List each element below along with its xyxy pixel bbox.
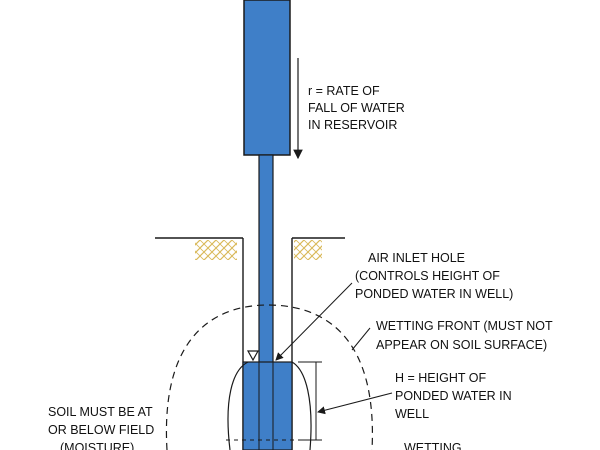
height-line-3: WELL xyxy=(395,407,429,421)
air-inlet-line-2: (CONTROLS HEIGHT OF xyxy=(355,269,500,283)
wetting-front-line-2: APPEAR ON SOIL SURFACE) xyxy=(376,338,547,352)
air-inlet-line-3: PONDED WATER IN WELL) xyxy=(355,287,513,301)
height-line-2: PONDED WATER IN xyxy=(395,389,512,403)
air-inlet-label: AIR INLET HOLE (CONTROLS HEIGHT OF PONDE… xyxy=(355,251,513,301)
soil-condition-line-3: (MOISTURE) xyxy=(60,441,134,450)
height-line-1: H = HEIGHT OF xyxy=(395,371,486,385)
rate-of-fall-line-2: FALL OF WATER xyxy=(308,101,405,115)
wetting-front-label: WETTING FRONT (MUST NOT APPEAR ON SOIL S… xyxy=(376,319,556,352)
rate-of-fall-line-1: r = RATE OF xyxy=(308,84,380,98)
reservoir-tank xyxy=(243,0,291,156)
soil-hatch-right xyxy=(294,240,322,260)
soil-condition-line-2: OR BELOW FIELD xyxy=(48,423,154,437)
rate-of-fall-label: r = RATE OF FALL OF WATER IN RESERVOIR xyxy=(308,84,408,132)
soil-hatch-left xyxy=(195,240,237,260)
rate-of-fall-line-3: IN RESERVOIR xyxy=(308,118,397,132)
height-leader xyxy=(317,392,393,415)
wetting-bottom-label: WETTING xyxy=(404,441,462,450)
air-inlet-leader xyxy=(275,282,353,361)
soil-condition-line-1: SOIL MUST BE AT xyxy=(48,405,153,419)
wetting-front-line-1: WETTING FRONT (MUST NOT xyxy=(376,319,553,333)
soil-condition-label: SOIL MUST BE AT OR BELOW FIELD (MOISTURE… xyxy=(48,405,158,450)
wetting-bottom-line-1: WETTING xyxy=(404,441,462,450)
wetting-front-arc xyxy=(165,304,373,450)
wetting-front-leader xyxy=(351,327,371,351)
ponded-water xyxy=(242,361,293,450)
air-inlet-line-1: AIR INLET HOLE xyxy=(368,251,465,265)
water-level-marker xyxy=(246,350,260,362)
wetting-bulb xyxy=(227,361,312,450)
height-label: H = HEIGHT OF PONDED WATER IN WELL xyxy=(395,371,515,421)
